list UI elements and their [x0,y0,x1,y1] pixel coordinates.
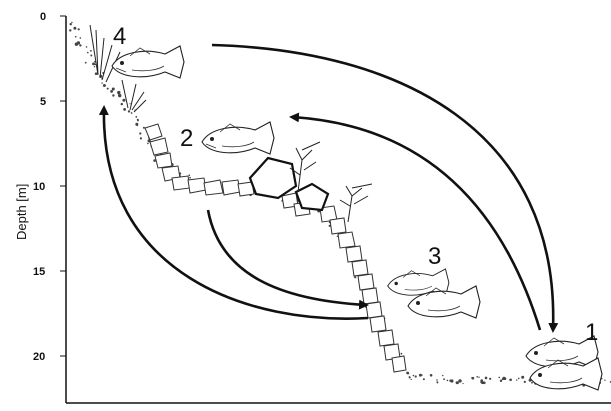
gravel-dot [443,378,445,380]
gravel-dot [137,119,139,121]
y-tick-label-20: 20 [33,351,45,363]
gravel-dot [131,112,133,114]
gravel-dot [110,90,113,93]
y-tick-label-5: 5 [40,96,46,108]
gravel-dot [483,382,486,385]
position-label-2: 2 [180,125,193,152]
gravel-dot [502,377,505,380]
gravel-dot [137,125,138,126]
gravel-dot [80,37,82,39]
gravel-dot [509,379,512,382]
gravel-dot [112,88,114,90]
gravel-dot [73,27,76,30]
gravel-dot [480,381,482,383]
gravel-dot [498,377,500,379]
gravel-dot [489,378,491,380]
gravel-dot [430,374,433,377]
gravel-dot [107,88,109,90]
gravel-dot [500,380,502,382]
gravel-dot [415,375,417,377]
gravel-dot [86,46,88,48]
y-axis: 0 5 10 15 20 Depth [m] [14,11,66,403]
fish-group-4 [112,46,184,78]
gravel-dot [409,376,411,378]
gravel-dot [413,375,415,377]
gravel-dot [121,103,123,105]
position-label-4: 4 [113,23,126,50]
gravel-dot [147,143,149,145]
gravel-dot [112,94,114,96]
fish-group-3 [388,269,480,318]
gravel-dot [436,381,438,383]
gravel-dot [524,381,526,383]
seabed-rocks [145,124,406,372]
gravel-dot [531,382,533,384]
gravel-dot [401,353,403,355]
gravel-dot [128,110,130,112]
gravel-dot [442,375,443,376]
gravel-dot [521,376,524,379]
gravel-dot [449,380,451,382]
migration-arrows [104,45,553,330]
y-axis-label: Depth [m] [14,184,29,240]
gravel-dot [95,72,98,75]
gravel-dot [77,41,80,44]
gravel-dot [423,378,425,380]
y-tick-label-10: 10 [33,181,45,193]
gravel-dot [485,377,488,380]
gravel-dot [118,94,121,97]
gravel-dot [140,137,142,139]
boulder-large [250,158,296,198]
gravel-dot [421,374,423,376]
gravel-dot [69,29,71,31]
gravel-dot [472,377,475,380]
gravel-dot [456,381,459,384]
position-label-1: 1 [585,319,598,346]
gravel-dot [447,380,449,382]
gravel-dot [79,44,81,46]
fish-group-2 [202,122,274,154]
gravel-dot [87,52,89,54]
y-tick-label-15: 15 [33,266,45,278]
gravel-dot [189,174,191,176]
gravel-dot [478,377,479,378]
gravel-dot [103,84,106,87]
gravel-dot [190,177,191,178]
gravel-dot [518,378,520,380]
gravel-dot [90,50,92,52]
gravel-dot [75,36,77,38]
gravel-dot [122,99,125,102]
gravel-dot [436,379,438,381]
gravel-dot [516,379,517,380]
gravel-dot [463,383,464,384]
gravel-dot [354,276,356,278]
gravel-dot [408,373,409,374]
gravel-dot [70,23,72,25]
position-label-3: 3 [428,243,441,270]
gravel-dot [411,379,412,380]
gravel-dot [139,132,141,134]
gravel-dot [92,63,95,66]
boulder-small [296,184,328,210]
y-tick-label-0: 0 [40,11,46,23]
gravel-dot [78,28,80,30]
gravel-dot [604,380,605,381]
gravel-dot [135,116,137,118]
gravel-dot [476,376,478,378]
gravel-dot [135,123,138,126]
gravel-dot [117,91,120,94]
gravel-dot [123,108,126,111]
gravel-dot [71,22,72,23]
gravel-dot [85,62,87,64]
gravel-dot [90,55,92,57]
gravel-dot [130,103,131,104]
gravel-dot [101,82,102,83]
gravel-dot [94,66,95,67]
gravel-dot [458,379,461,382]
